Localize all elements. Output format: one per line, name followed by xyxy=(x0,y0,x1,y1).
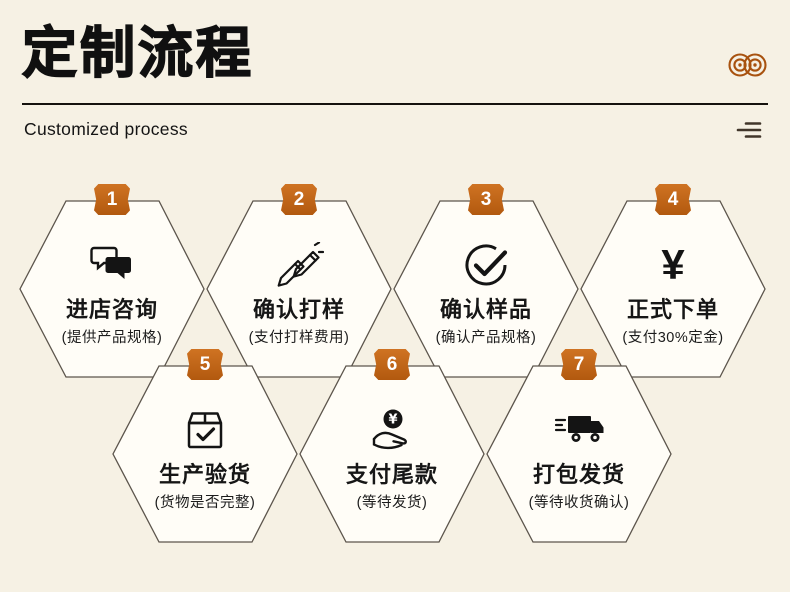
box-check-icon xyxy=(181,402,229,458)
step-number: 7 xyxy=(573,353,585,375)
page-subtitle: Customized process xyxy=(24,119,188,139)
hexagon-outline xyxy=(580,200,766,378)
step-title: 生产验货 xyxy=(158,462,251,487)
yuan-icon: ¥ xyxy=(661,237,684,293)
step-subtitle: (提供产品规格) xyxy=(61,330,163,346)
step-subtitle: (确认产品规格) xyxy=(435,330,537,346)
step-number-badge: 6 xyxy=(374,349,410,380)
step-number: 2 xyxy=(293,188,305,210)
step-subtitle: (支付30%定金) xyxy=(622,330,724,346)
step-number: 1 xyxy=(106,188,118,210)
step-number-badge: 7 xyxy=(561,349,597,380)
check-circle-icon xyxy=(463,237,509,293)
step-title: 支付尾款 xyxy=(345,462,438,487)
process-step-7: 7 打包发货 (等待收货确认) xyxy=(486,349,672,543)
step-number: 6 xyxy=(386,353,398,375)
hexagon-outline xyxy=(299,365,485,543)
coin-hand-icon: ¥ xyxy=(368,402,416,458)
hexagon-outline xyxy=(112,365,298,543)
step-number-badge: 1 xyxy=(94,184,130,215)
process-step-1: 1 进店咨询 (提供产品规格) xyxy=(19,184,205,378)
step-title: 正式下单 xyxy=(626,297,719,322)
step-number: 4 xyxy=(667,188,679,210)
step-number-badge: 2 xyxy=(281,184,317,215)
svg-text:¥: ¥ xyxy=(388,413,397,428)
step-number: 3 xyxy=(480,188,492,210)
process-step-5: 5 生产验货 (货物是否完整) xyxy=(112,349,298,543)
chat-bubbles-icon xyxy=(89,237,135,293)
process-step-4: 4 ¥ 正式下单 (支付30%定金) xyxy=(580,184,766,378)
pencils-icon xyxy=(274,237,324,293)
list-lines-icon xyxy=(736,121,762,144)
step-title: 进店咨询 xyxy=(65,297,158,322)
rope-coil-icon xyxy=(726,50,768,85)
step-number-badge: 3 xyxy=(468,184,504,215)
step-title: 确认打样 xyxy=(252,297,345,322)
hexagon-outline xyxy=(486,365,672,543)
step-number-badge: 4 xyxy=(655,184,691,215)
page-title: 定制流程 xyxy=(21,21,255,85)
process-step-6: 6 ¥ 支付尾款 (等待发货) xyxy=(299,349,485,543)
truck-icon xyxy=(553,402,605,458)
yuan-glyph: ¥ xyxy=(661,241,685,288)
step-title: 打包发货 xyxy=(532,462,625,487)
process-step-3: 3 确认样品 (确认产品规格) xyxy=(393,184,579,378)
step-title: 确认样品 xyxy=(439,297,532,322)
process-step-2: 2 确认打样 (支付打样费用) xyxy=(206,184,392,378)
step-subtitle: (货物是否完整) xyxy=(154,495,256,511)
step-subtitle: (等待收货确认) xyxy=(528,495,630,511)
header-divider xyxy=(22,103,768,106)
step-subtitle: (支付打样费用) xyxy=(248,330,350,346)
step-subtitle: (等待发货) xyxy=(356,495,428,511)
step-number-badge: 5 xyxy=(187,349,223,380)
step-number: 5 xyxy=(199,353,211,375)
